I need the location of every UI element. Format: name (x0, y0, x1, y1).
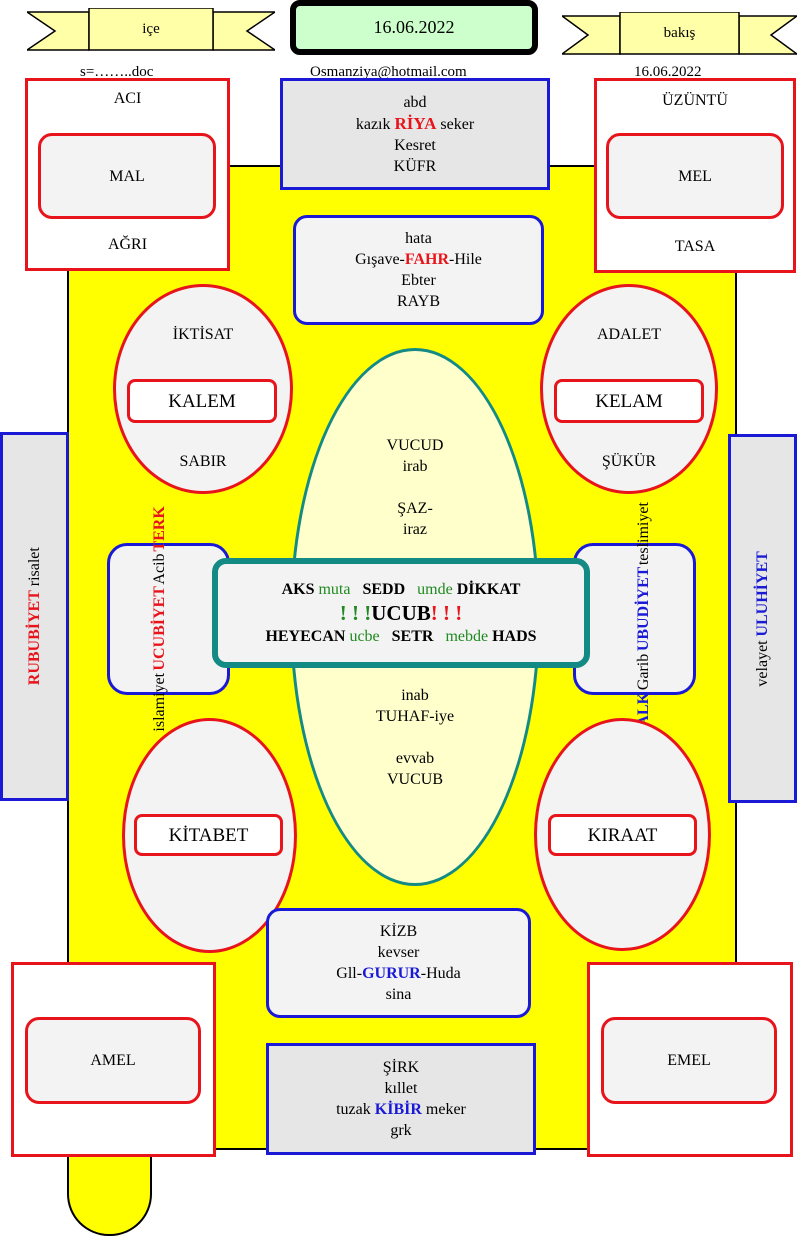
second-box: hata Gışave-FAHR-Hile Ebter RAYB (293, 215, 544, 325)
ellipse-left-top-inner: KALEM (127, 379, 277, 423)
left-ribbon-label: içe (142, 20, 160, 37)
center-ellipse-lower: inab TUHAF-iye evvab VUCUB (290, 685, 540, 790)
far-left-box-text: RUBUBİYET risalet (0, 432, 69, 801)
far-right-c1: velayet (754, 640, 771, 687)
right-mid-c3: UBUDİYET (635, 567, 652, 652)
bottom-box: ŞİRK kıllet tuzak KİBİR meker grk (266, 1043, 536, 1155)
far-left-c2: risalet (26, 547, 43, 587)
top-left-panel-inner: MAL (38, 133, 216, 219)
left-mid-c3: Acib (151, 553, 168, 585)
top-right-panel-bottom: TASA (674, 238, 716, 255)
center-lower-5: VUCUB (386, 771, 443, 788)
ellipse-right-top-top: ADALET (597, 326, 661, 343)
top-box-line4: KÜFR (393, 157, 437, 175)
top-left-panel-top: ACI (113, 90, 142, 107)
ellipse-left-top-top: İKTİSAT (172, 326, 234, 343)
left-ribbon-icon (27, 8, 275, 51)
center-box: AKS muta SEDD umde DİKKAT ! ! !UCUB! ! !… (212, 558, 590, 668)
right-date-label: 16.06.2022 (634, 64, 702, 80)
left-mid-box (107, 543, 230, 695)
center-lower-2: TUHAF-iye (375, 708, 455, 725)
center-row-1: AKS muta SEDD umde DİKKAT (281, 581, 521, 598)
ellipse-right-top-bottom: ŞÜKÜR (601, 453, 657, 470)
bottom-left-panel-inner: AMEL (25, 1017, 201, 1104)
center-lower-1: inab (401, 687, 429, 704)
bottom-right-panel-inner: EMEL (601, 1017, 777, 1104)
right-mid-box (573, 543, 696, 695)
right-mid-box-text: TALK Garib UBUDİYET teslimiyet (591, 502, 696, 736)
center-lower-4: evvab (395, 750, 435, 767)
right-ribbon-label: bakış (663, 24, 696, 41)
ellipse-right-bottom-inner: KIRAAT (548, 814, 697, 856)
bottom-box-line1: ŞİRK (382, 1059, 420, 1076)
far-left-box (0, 432, 69, 801)
center-ellipse-upper: VUCUD irab ŞAZ- iraz (290, 435, 540, 540)
right-mid-c2: Garib (635, 653, 652, 690)
lower-box-line4: sina (385, 986, 412, 1003)
file-note: s=……..doc (80, 64, 154, 80)
left-mid-c4: TERK (151, 506, 168, 552)
right-mid-c4: teslimiyet (635, 501, 652, 566)
right-ribbon-icon (562, 12, 797, 55)
far-right-box-text: velayet ULUHİYET (728, 434, 797, 803)
top-right-panel-inner: MEL (606, 133, 784, 219)
second-box-line4: RAYB (397, 293, 440, 310)
far-right-box (728, 434, 797, 803)
lower-box-line2: kevser (377, 944, 420, 961)
date-box: 16.06.2022 (290, 0, 538, 55)
ellipse-right-top-inner: KELAM (554, 379, 704, 423)
top-box-line1: abd (403, 93, 427, 111)
center-row-3: HEYECAN ucbe SETR mebde HADS (265, 628, 537, 645)
email-label: Osmanziya@hotmail.com (310, 64, 467, 80)
top-left-panel-bottom: AĞRI (107, 236, 148, 253)
lower-box-line1: KİZB (379, 923, 418, 940)
center-row-2: ! ! !UCUB! ! ! (339, 601, 463, 625)
second-box-line3: Ebter (401, 272, 436, 289)
center-upper-1: VUCUD (386, 437, 444, 454)
second-box-line1: hata (405, 230, 432, 247)
center-upper-5: iraz (403, 521, 427, 538)
lower-box-line3: Gll-GURUR-Huda (336, 965, 461, 982)
top-box-line3: Kesret (394, 136, 436, 154)
left-mid-c1: islamiyet (151, 673, 168, 732)
bottom-box-line3: tuzak KİBİR meker (336, 1101, 466, 1118)
center-upper-2: irab (402, 458, 428, 475)
lower-box: KİZB kevser Gll-GURUR-Huda sina (266, 908, 531, 1018)
ellipse-left-bottom-inner: KİTABET (134, 814, 283, 856)
far-left-c1: RUBUBİYET (26, 590, 43, 686)
ellipse-left-top-bottom: SABIR (179, 453, 227, 470)
center-upper-4: ŞAZ- (397, 500, 433, 517)
bottom-box-line2: kıllet (384, 1080, 418, 1097)
top-box-line2: kazık RİYA seker (355, 113, 475, 133)
second-box-line2: Gışave-FAHR-Hile (355, 251, 482, 268)
top-right-panel-top: ÜZÜNTÜ (662, 92, 728, 109)
left-mid-box-text: islamiyet UCUBİYET Acib TERK (107, 506, 212, 732)
bottom-box-line4: grk (390, 1122, 412, 1139)
far-right-c2: ULUHİYET (754, 550, 771, 637)
top-box: abd kazık RİYA seker Kesret KÜFR (280, 78, 550, 190)
left-mid-c2: UCUBİYET (151, 586, 168, 672)
